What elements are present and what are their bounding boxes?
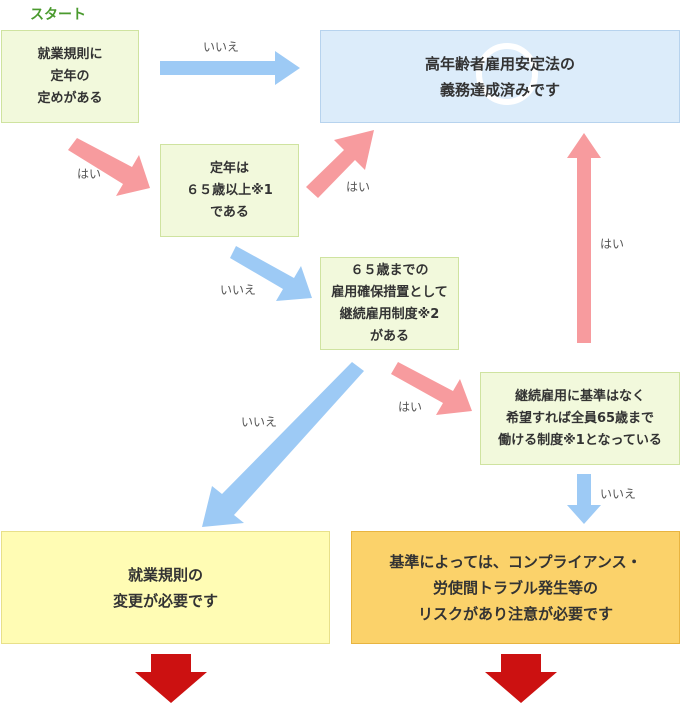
goal-line-2: 義務達成済みです — [439, 80, 560, 99]
arrow-q1-to-goal — [160, 51, 300, 85]
goal-obligation-met: 高年齢者雇用安定法の 義務達成済みです — [320, 30, 680, 123]
label-q4-no: いいえ — [600, 487, 637, 501]
result-caution-line-2: 労使間トラブル発生等の — [432, 578, 598, 597]
q1-line-3: 定めがある — [37, 90, 103, 106]
arrow-q3-to-change — [202, 362, 364, 527]
label-q3-no: いいえ — [241, 415, 278, 429]
arrow-q4-to-goal — [567, 133, 601, 343]
q3-line-4: がある — [369, 328, 409, 344]
arrow-q1-to-q2 — [68, 138, 150, 196]
arrow-q2-to-goal — [306, 130, 374, 198]
result-change-line-1: 就業規則の — [127, 565, 203, 584]
q4-line-1: 継続雇用に基準はなく — [514, 388, 645, 404]
q2-line-2: ６５歳以上※1 — [186, 182, 273, 198]
start-label: スタート — [30, 7, 86, 23]
arrow-result-change — [135, 654, 207, 703]
label-q2-no: いいえ — [220, 283, 257, 297]
arrow-result-caution — [485, 654, 557, 703]
result-caution-line-1: 基準によっては、コンプライアンス・ — [389, 552, 642, 571]
goal-line-1: 高年齢者雇用安定法の — [424, 54, 575, 73]
question-retirement-age-65: 定年は ６５歳以上※1 である — [160, 144, 299, 237]
label-q3-yes: はい — [398, 400, 423, 414]
arrow-q2-to-q3 — [230, 246, 312, 301]
question-no-criteria-all-employees: 継続雇用に基準はなく 希望すれば全員65歳まで 働ける制度※1となっている — [480, 372, 680, 465]
question-continued-employment-system: ６５歳までの 雇用確保措置として 継続雇用制度※2 がある — [320, 257, 459, 350]
q3-line-3: 継続雇用制度※2 — [339, 306, 440, 322]
q2-line-1: 定年は — [209, 160, 249, 176]
q3-line-1: ６５歳までの — [350, 262, 429, 278]
q4-line-3: 働ける制度※1となっている — [498, 432, 662, 448]
result-rules-change-required: 就業規則の 変更が必要です — [1, 531, 330, 644]
label-q4-yes: はい — [600, 237, 625, 251]
arrow-q3-to-q4 — [391, 362, 472, 415]
q2-line-3: である — [210, 204, 249, 220]
arrow-q4-to-caution — [567, 474, 601, 524]
result-caution-required: 基準によっては、コンプライアンス・ 労使間トラブル発生等の リスクがあり注意が必… — [351, 531, 680, 644]
goal-text: 高年齢者雇用安定法の 義務達成済みです — [425, 51, 575, 103]
question-work-rules-retirement: 就業規則に 定年の 定めがある — [1, 30, 139, 123]
q1-line-2: 定年の — [50, 68, 90, 84]
result-change-line-2: 変更が必要です — [112, 591, 218, 610]
label-q1-no: いいえ — [203, 40, 240, 54]
label-q1-yes: はい — [77, 167, 102, 181]
q1-line-1: 就業規則に — [37, 46, 103, 62]
goal-circle-mark — [476, 43, 538, 105]
result-caution-line-3: リスクがあり注意が必要です — [417, 604, 613, 623]
label-q2-yes: はい — [346, 180, 371, 194]
q4-line-2: 希望すれば全員65歳まで — [505, 410, 655, 426]
q3-line-2: 雇用確保措置として — [331, 284, 448, 300]
